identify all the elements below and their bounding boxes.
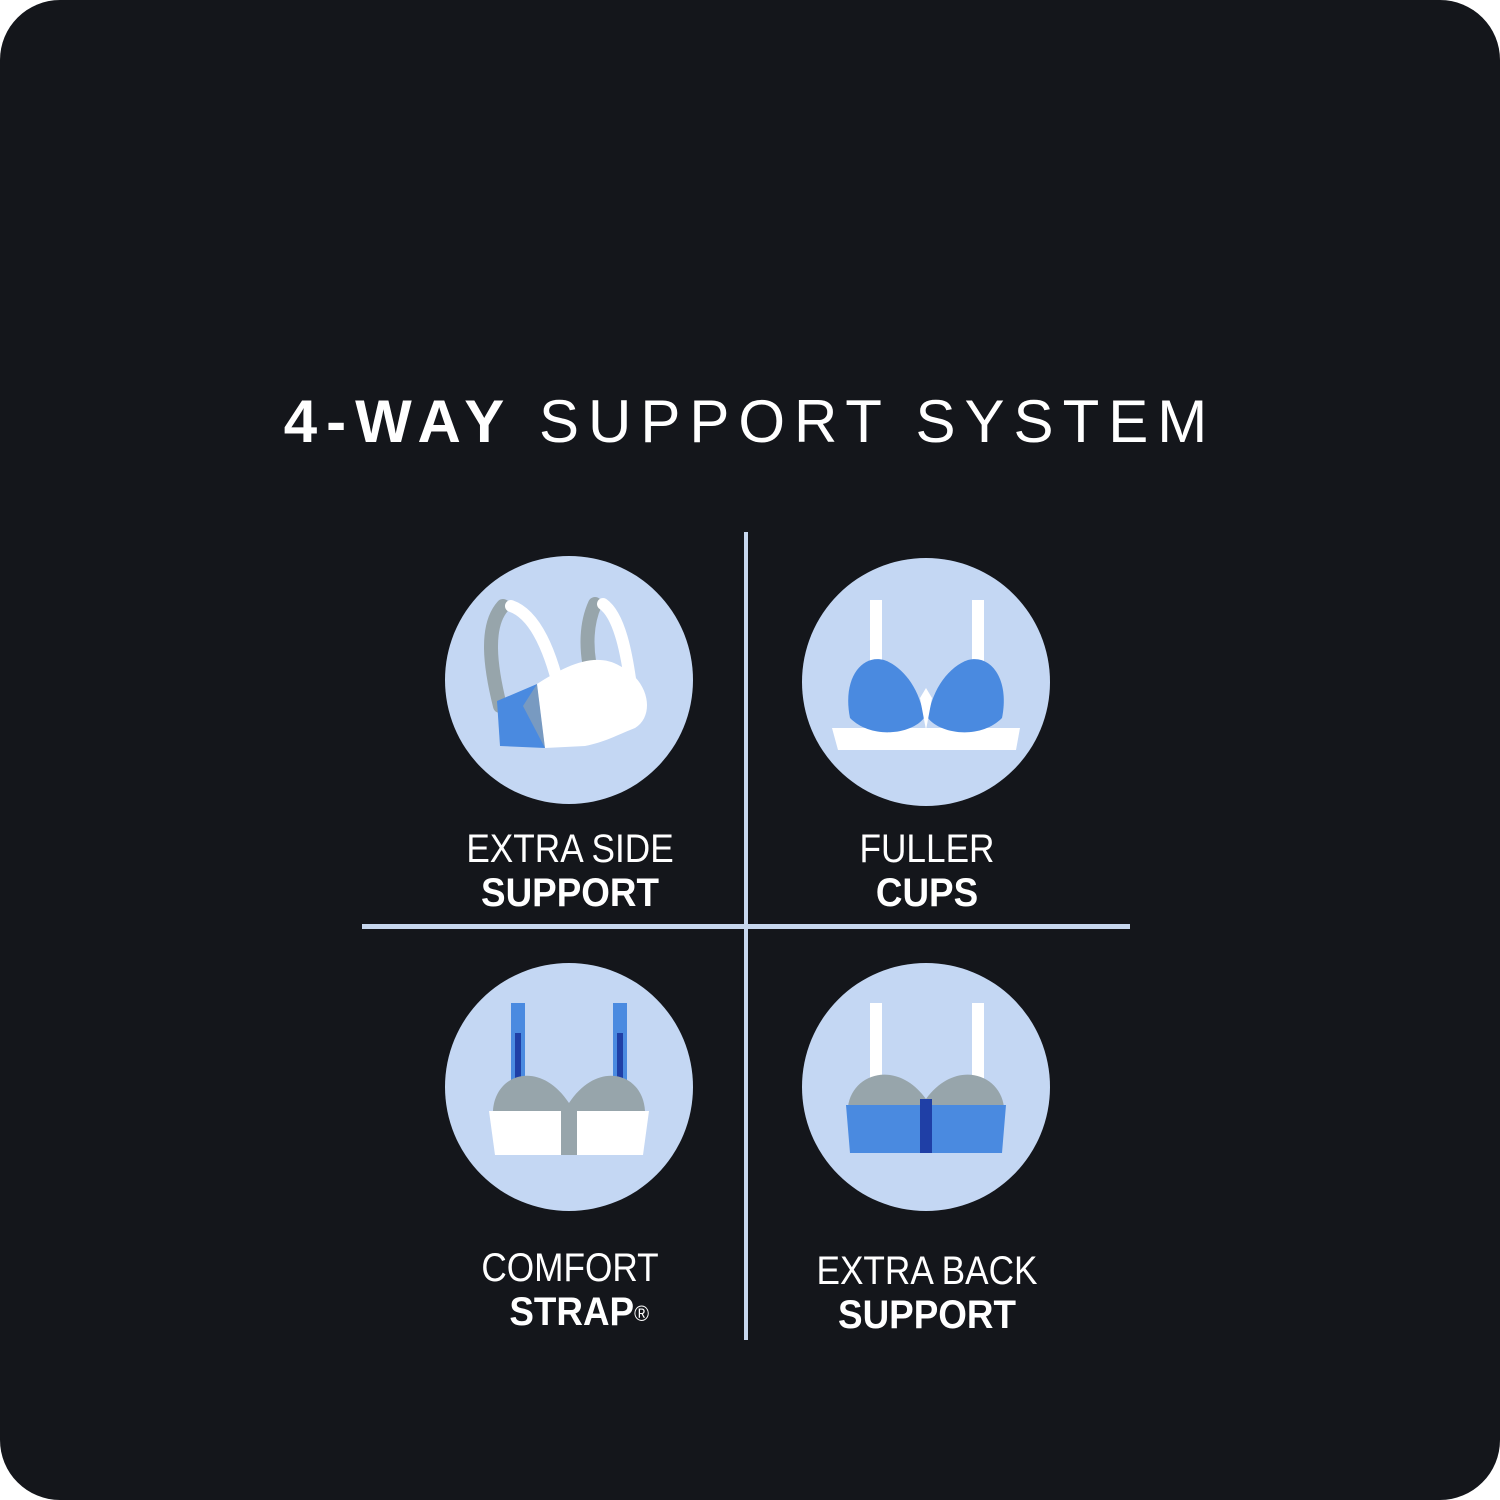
bra-back-support-icon <box>802 963 1050 1211</box>
feature-label-fuller-cups: FULLER CUPS <box>737 827 1117 915</box>
feature-line1: EXTRA BACK <box>816 1249 1038 1293</box>
bra-side-support-icon <box>445 556 693 804</box>
feature-label-back-support: EXTRA BACK SUPPORT <box>737 1249 1117 1337</box>
bra-comfort-strap-icon <box>445 963 693 1211</box>
horizontal-divider <box>362 924 1130 929</box>
feature-line1: COMFORT <box>481 1246 659 1290</box>
feature-line1: FULLER <box>859 827 995 871</box>
title-bold: 4-WAY <box>283 388 514 455</box>
vertical-divider <box>744 532 748 1340</box>
feature-line2-text: STRAP <box>509 1290 635 1334</box>
feature-line2: STRAP® <box>395 1290 745 1334</box>
feature-label-side-support: EXTRA SIDE SUPPORT <box>380 827 760 915</box>
page-title: 4-WAY SUPPORT SYSTEM <box>0 388 1500 456</box>
feature-line2: SUPPORT <box>838 1293 1016 1337</box>
title-regular: SUPPORT SYSTEM <box>538 388 1217 455</box>
feature-label-comfort-strap: COMFORT STRAP® <box>380 1246 760 1334</box>
feature-line1: EXTRA SIDE <box>466 827 674 871</box>
registered-mark: ® <box>634 1301 650 1326</box>
bra-fuller-cups-icon <box>802 558 1050 806</box>
feature-line2: SUPPORT <box>481 871 659 915</box>
feature-line2: CUPS <box>875 871 979 915</box>
